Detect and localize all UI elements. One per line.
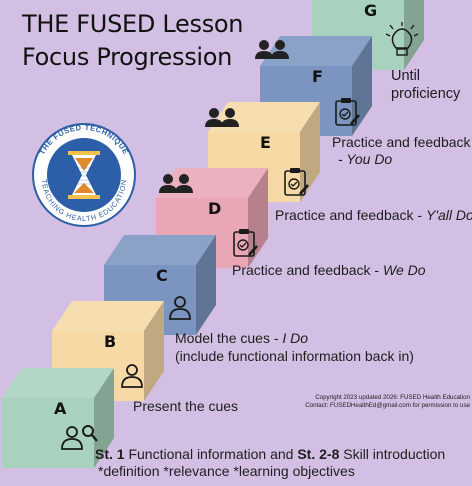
step-letter-f: F bbox=[312, 67, 323, 86]
copyright-line-1: Copyright 2023 updated 2026: FUSED Healt… bbox=[315, 394, 470, 401]
clipboard-icon bbox=[233, 229, 258, 257]
label-step-a: St. 1 Functional information and St. 2-8… bbox=[95, 446, 445, 480]
label-f-line-2: - You Do bbox=[338, 151, 393, 167]
label-g-line-2: proficiency bbox=[391, 86, 461, 102]
label-step-b: Present the cues bbox=[133, 398, 238, 414]
label-step-g: Until proficiency bbox=[391, 67, 460, 103]
label-e-text: Practice and feedback - bbox=[275, 207, 426, 223]
label-a-text-2: Skill introduction bbox=[339, 446, 446, 462]
person-icon bbox=[169, 296, 191, 320]
label-e-emphasis: Y'all Do bbox=[425, 207, 472, 223]
step-letter-e: E bbox=[260, 133, 271, 152]
step-block-a: A bbox=[2, 368, 114, 468]
label-step-f: Practice and feedback - You Do bbox=[332, 134, 471, 168]
title-line-1: THE FUSED Lesson bbox=[22, 10, 244, 38]
label-d-text: Practice and feedback - bbox=[232, 262, 383, 278]
group-icon bbox=[205, 108, 239, 127]
hourglass-icon bbox=[68, 151, 100, 199]
clipboard-icon bbox=[284, 168, 309, 196]
label-d-emphasis: We Do bbox=[382, 262, 426, 278]
step-letter-d: D bbox=[208, 199, 221, 218]
step-letter-a: A bbox=[54, 399, 67, 418]
step-letter-g: G bbox=[364, 1, 377, 20]
label-a-text-1: Functional information and bbox=[124, 446, 298, 462]
group-icon bbox=[255, 40, 289, 59]
label-a-bold-2: St. 2-8 bbox=[297, 446, 340, 462]
copyright-line-2: Contact: FUSEDHealthEd@gmail.com for per… bbox=[305, 402, 470, 409]
label-c-emphasis: I Do bbox=[282, 330, 309, 346]
label-b-text: Present the cues bbox=[133, 398, 239, 414]
step-block-c: C bbox=[104, 235, 216, 335]
label-step-d: Practice and feedback - We Do bbox=[232, 262, 426, 278]
title-line-2: Focus Progression bbox=[22, 43, 233, 71]
person-icon bbox=[121, 364, 143, 388]
lightbulb-icon bbox=[385, 22, 419, 56]
label-g-line-1: Until bbox=[391, 68, 421, 84]
copyright-note: Copyright 2023 updated 2026: FUSED Healt… bbox=[300, 394, 470, 410]
label-step-c: Model the cues - I Do (include functiona… bbox=[175, 329, 414, 365]
clipboard-icon bbox=[335, 98, 360, 126]
label-step-e: Practice and feedback - Y'all Do bbox=[275, 207, 472, 223]
label-c-line-2: (include functional information back in) bbox=[175, 348, 414, 364]
label-c-text: Model the cues - bbox=[175, 330, 283, 346]
label-a-line-2: *definition *relevance *learning objecti… bbox=[98, 463, 355, 479]
label-f-line-1: Practice and feedback bbox=[332, 134, 471, 150]
page-title: THE FUSED Lesson Focus Progression bbox=[22, 8, 244, 74]
label-a-bold-1: St. 1 bbox=[95, 446, 125, 462]
step-letter-b: B bbox=[104, 332, 116, 351]
person-magnifier-icon bbox=[61, 425, 98, 450]
group-icon bbox=[159, 174, 193, 193]
step-letter-c: C bbox=[156, 266, 168, 285]
